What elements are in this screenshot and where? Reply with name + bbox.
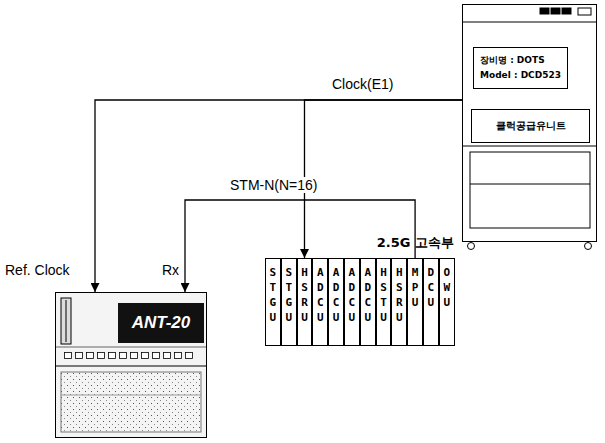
plug-in-card: OWU (439, 258, 455, 346)
card-label: STGU (267, 265, 278, 325)
card-label: DCU (425, 265, 436, 310)
plug-in-card: ADCU (312, 258, 328, 346)
card-label: STGU (283, 265, 294, 325)
nameplate-text: Model : DCD523 (480, 68, 561, 83)
card-label: ADCU (346, 265, 357, 325)
card-label: MPU (410, 265, 421, 310)
card-label: HSRU (299, 265, 310, 325)
plug-in-card: STGU (265, 258, 281, 346)
nameplate: 장비명 : DOTSModel : DCD523 (473, 47, 568, 89)
clock-unit-panel: 클럭공급유니트 (471, 109, 590, 143)
card-label: OWU (441, 265, 452, 310)
screen-label: ANT-20 (132, 313, 191, 333)
card-label: ADCU (331, 265, 342, 325)
plug-in-card: ADCU (328, 258, 344, 346)
signal-label: STM-N(N=16) (228, 177, 320, 193)
signal-line (304, 100, 462, 258)
plug-in-card: ADCU (344, 258, 360, 346)
plug-in-card: STGU (281, 258, 297, 346)
display-screen: ANT-20 (118, 303, 204, 343)
card-label: ADCU (362, 265, 373, 325)
tester-detail (56, 293, 206, 437)
plug-in-card: DCU (423, 258, 439, 346)
unit-label: 클럭공급유니트 (496, 119, 566, 133)
shelf-group: 2.5G 고속부 STGU STGU HSRU ADCU ADCU ADCU ADCU HSTU… (262, 234, 458, 348)
card-label: ADCU (315, 265, 326, 325)
card-label: HSRU (394, 265, 405, 325)
cabinet-detail (463, 5, 596, 250)
plug-in-card: ADCU (360, 258, 376, 346)
signal-label: Clock(E1) (330, 76, 395, 92)
section-heading: 2.5G 고속부 (262, 234, 458, 252)
plug-in-card: HSRU (297, 258, 313, 346)
port-label: Ref. Clock (3, 262, 72, 278)
port-label: Rx (160, 262, 181, 278)
equipment-cabinet: 장비명 : DOTSModel : DCD523 클럭공급유니트 (462, 4, 597, 242)
nameplate-text: 장비명 : DOTS (480, 53, 561, 68)
card-label: HSTU (378, 265, 389, 325)
plug-in-card: MPU (407, 258, 423, 346)
plug-in-card: HSTU (376, 258, 392, 346)
test-set: ANT-20 (55, 292, 207, 438)
plug-in-card: HSRU (391, 258, 407, 346)
